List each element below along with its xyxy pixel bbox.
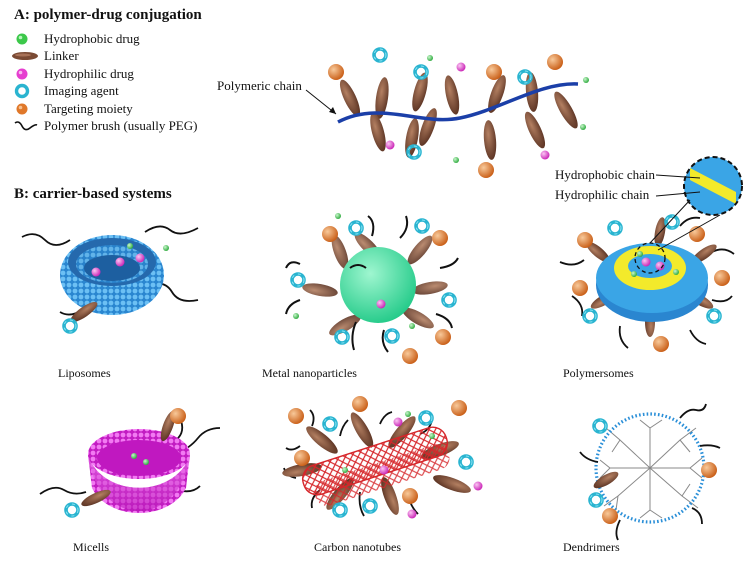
legend-label: Polymer brush (usually PEG) — [44, 118, 198, 134]
orange-sphere-icon — [16, 103, 28, 115]
legend-label: Hydrophilic drug — [44, 65, 134, 81]
legend-item-hydrophilic-drug: Hydrophilic drug — [12, 65, 197, 83]
liposome — [21, 225, 199, 334]
legend-label: Linker — [44, 48, 79, 64]
legend-item-targeting-moiety: Targeting moiety — [12, 100, 197, 118]
section-a-title: A: polymer-drug conjugation — [14, 7, 202, 23]
dendrimer — [579, 403, 721, 541]
polymeric-chain-label: Polymeric chain — [217, 78, 302, 93]
legend-item-polymer-brush: Polymer brush (usually PEG) — [12, 118, 197, 136]
legend-label: Hydrophobic drug — [44, 30, 140, 46]
legend-item-imaging-agent: Imaging agent — [12, 83, 197, 101]
legend-item-hydrophobic-drug: Hydrophobic drug — [12, 30, 197, 48]
hydrophobic-chain-label: Hydrophobic chain — [555, 167, 656, 182]
polymer-conjugate — [305, 47, 589, 178]
hydrophilic-chain-label: Hydrophilic chain — [555, 187, 650, 202]
legend-label: Targeting moiety — [44, 100, 133, 116]
green-sphere-icon — [16, 33, 28, 45]
squiggle-icon — [14, 121, 38, 131]
caption-liposomes: Liposomes — [58, 366, 111, 380]
legend-item-linker: Linker — [12, 48, 197, 66]
cyan-ring-icon — [14, 84, 30, 99]
brown-linker-icon — [12, 52, 38, 61]
carbon-nanotubes — [282, 396, 483, 519]
caption-micells: Micells — [73, 540, 109, 554]
section-b-title: B: carrier-based systems — [14, 186, 172, 202]
caption-metal-nanoparticles: Metal nanoparticles — [262, 366, 357, 380]
polymersome — [559, 156, 743, 352]
metal-nanoparticle — [285, 213, 459, 364]
caption-carbon-nanotubes: Carbon nanotubes — [314, 540, 401, 554]
legend: Hydrophobic drug Linker Hydrophilic drug… — [12, 30, 197, 135]
micelle — [39, 408, 221, 518]
magenta-sphere-icon — [16, 68, 28, 80]
legend-label: Imaging agent — [44, 83, 119, 99]
caption-polymersomes: Polymersomes — [563, 366, 634, 380]
caption-dendrimers: Dendrimers — [563, 540, 620, 554]
